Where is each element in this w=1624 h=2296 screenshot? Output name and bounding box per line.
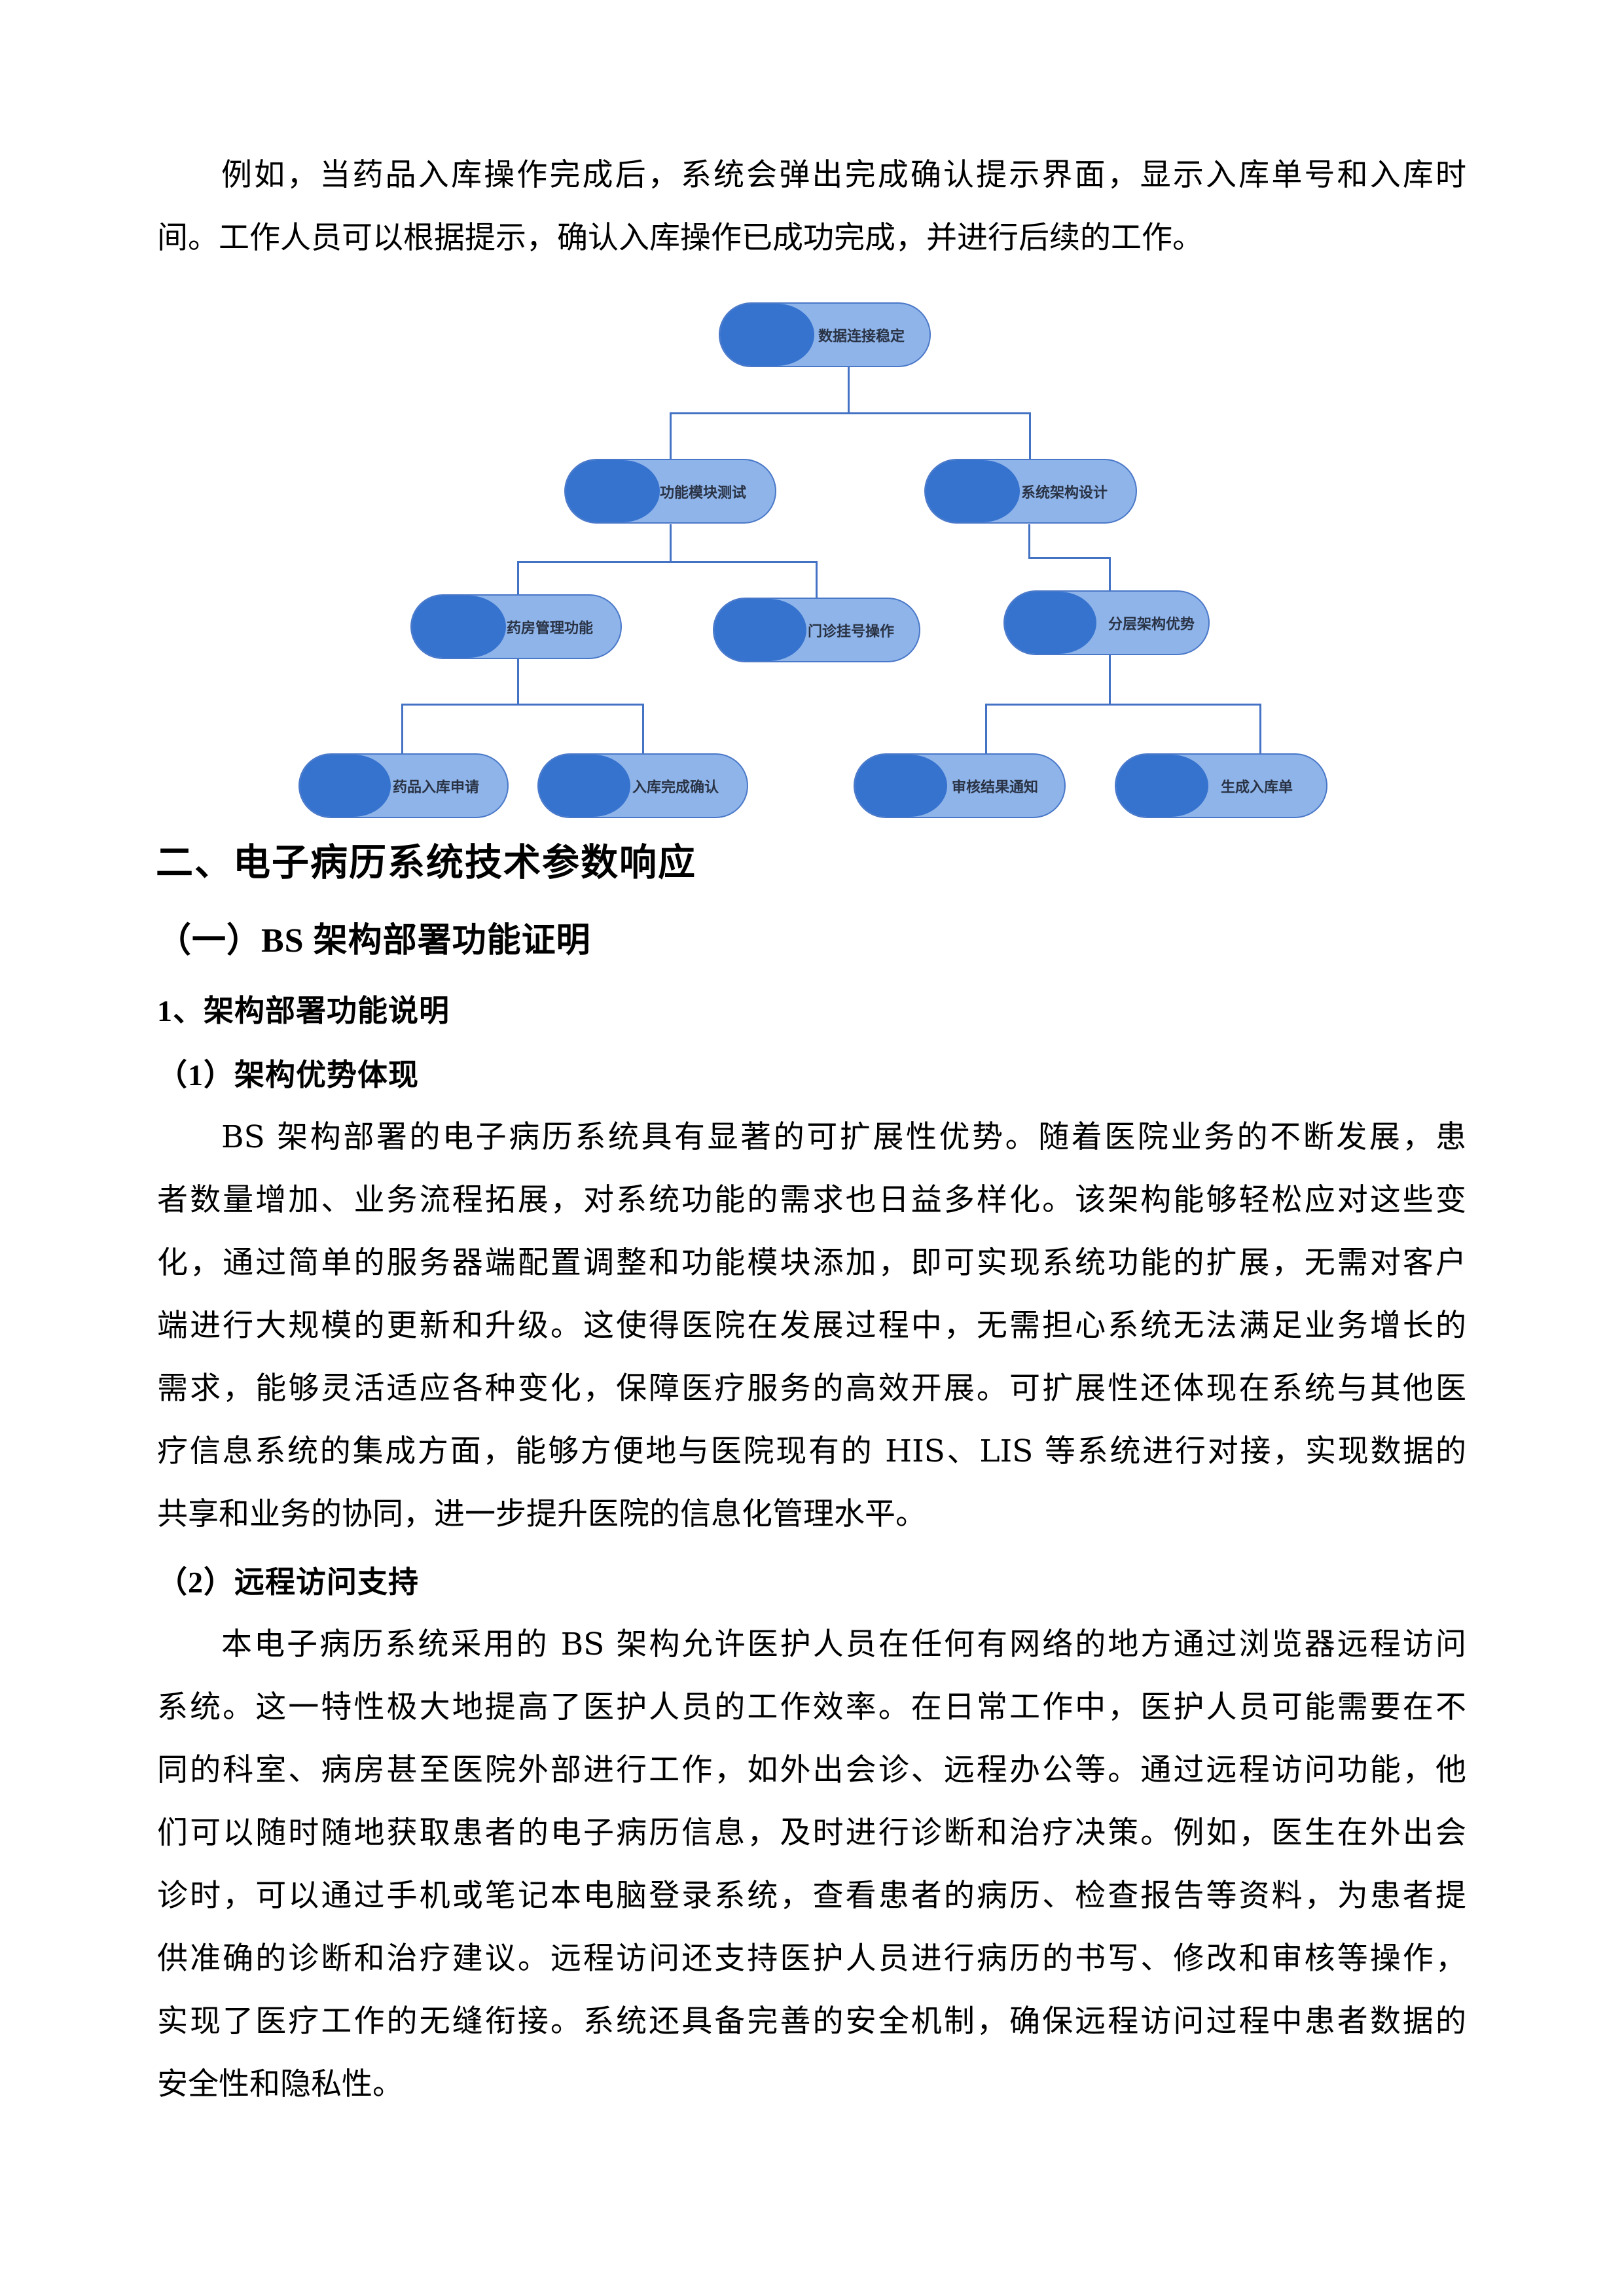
connector [985,704,1261,706]
heading-item-1: 1、架构部署功能说明 [157,994,450,1028]
node-cap [412,596,506,658]
connector [670,412,1031,414]
diagram-node-layered-architecture: 分层架构优势 [1003,590,1210,655]
diagram-node-drug-storage-request: 药品入库申请 [298,753,509,818]
connector [1109,655,1111,705]
node-label: 入库完成确认 [632,779,719,796]
node-cap [714,599,806,661]
connector [517,561,817,563]
paragraph-line: 实现了医疗工作的无缝衔接。系统还具备完善的安全机制，确保远程访问过程中患者数据的 [157,2003,1466,2039]
node-cap [300,755,391,817]
paragraph-line: 端进行大规模的更新和升级。这使得医院在发展过程中，无需担心系统无法满足业务增长的 [157,1308,1466,1344]
node-label: 药品入库申请 [393,779,480,796]
connector [670,524,672,562]
diagram-node-outpatient-registration: 门诊挂号操作 [713,598,920,662]
paragraph-line: 疗信息系统的集成方面，能够方便地与医院现有的 HIS、LIS 等系统进行对接，实… [157,1433,1466,1469]
paragraph-line: 安全性和隐私性。 [157,2066,403,2102]
paragraph-line: 共享和业务的协同，进一步提升医院的信息化管理水平。 [157,1496,926,1532]
diagram-node-function-module-test: 功能模块测试 [564,459,776,524]
connector [517,658,519,705]
node-cap [1005,592,1096,654]
connector [1028,557,1110,559]
node-label: 门诊挂号操作 [808,623,895,640]
diagram-node-review-result-notice: 审核结果通知 [854,753,1066,818]
diagram-node-pharmacy-management: 药房管理功能 [410,594,622,659]
connector [1028,524,1030,558]
node-label: 数据连接稳定 [818,328,905,345]
node-label: 系统架构设计 [1021,484,1108,501]
paragraph-line: 者数量增加、业务流程拓展，对系统功能的需求也日益多样化。该架构能够轻松应对这些变 [157,1182,1466,1218]
heading-architecture-advantages: （1）架构优势体现 [157,1058,419,1092]
node-cap [1116,755,1209,817]
connector [401,704,403,754]
paragraph-line: 系统。这一特性极大地提高了医护人员的工作效率。在日常工作中，医护人员可能需要在不 [157,1689,1466,1725]
heading-remote-access-support: （2）远程访问支持 [157,1566,419,1599]
connector [848,367,850,414]
connector [1029,412,1031,459]
node-label: 审核结果通知 [952,779,1039,796]
diagram-node-system-architecture-design: 系统架构设计 [924,459,1137,524]
paragraph-line: 同的科室、病房甚至医院外部进行工作，如外出会诊、远程办公等。通过远程访问功能，他 [157,1752,1466,1788]
paragraph-line: 供准确的诊断和治疗建议。远程访问还支持医护人员进行病历的书写、修改和审核等操作， [157,1941,1466,1977]
connector [401,704,644,706]
connector [517,561,519,595]
diagram-node-storage-completion-confirm: 入库完成确认 [537,753,748,818]
connector [642,704,644,754]
connector [1109,557,1111,591]
node-cap [720,304,814,366]
heading-subsection-1: （一）BS 架构部署功能证明 [157,922,591,960]
paragraph-line: 们可以随时随地获取患者的电子病历信息，及时进行诊断和治疗决策。例如，医生在外出会 [157,1815,1466,1851]
paragraph-line: 化，通过简单的服务器端配置调整和功能模块添加，即可实现系统功能的扩展，无需对客户 [157,1245,1466,1281]
node-cap [926,460,1020,522]
node-label: 功能模块测试 [660,484,747,501]
node-label: 药房管理功能 [507,620,594,637]
paragraph-line: 本电子病历系统采用的 BS 架构允许医护人员在任何有网络的地方通过浏览器远程访问 [221,1626,1466,1662]
hierarchy-diagram: 数据连接稳定 功能模块测试 系统架构设计 药房管理功能 门诊挂号操作 分层架构优… [0,0,1624,851]
node-cap [855,755,947,817]
heading-section-2: 二、电子病历系统技术参数响应 [156,841,696,884]
paragraph-line: 间。工作人员可以根据提示，确认入库操作已成功完成，并进行后续的工作。 [157,220,1203,256]
paragraph-line: 诊时，可以通过手机或笔记本电脑登录系统，查看患者的病历、检查报告等资料，为患者提 [157,1878,1466,1914]
node-cap [539,755,630,817]
connector [985,704,987,754]
connector [816,561,818,598]
diagram-node-generate-storage-slip: 生成入库单 [1115,753,1327,818]
node-label: 生成入库单 [1221,779,1293,796]
node-label: 分层架构优势 [1108,616,1195,633]
paragraph-line: 需求，能够灵活适应各种变化，保障医疗服务的高效开展。可扩展性还体现在系统与其他医 [157,1371,1466,1407]
paragraph-line: BS 架构部署的电子病历系统具有显著的可扩展性优势。随着医院业务的不断发展，患 [221,1119,1466,1155]
connector [1259,704,1261,754]
diagram-node-root: 数据连接稳定 [719,302,931,367]
paragraph-line: 例如，当药品入库操作完成后，系统会弹出完成确认提示界面，显示入库单号和入库时 [221,157,1466,193]
connector [670,412,672,459]
node-cap [566,460,660,522]
